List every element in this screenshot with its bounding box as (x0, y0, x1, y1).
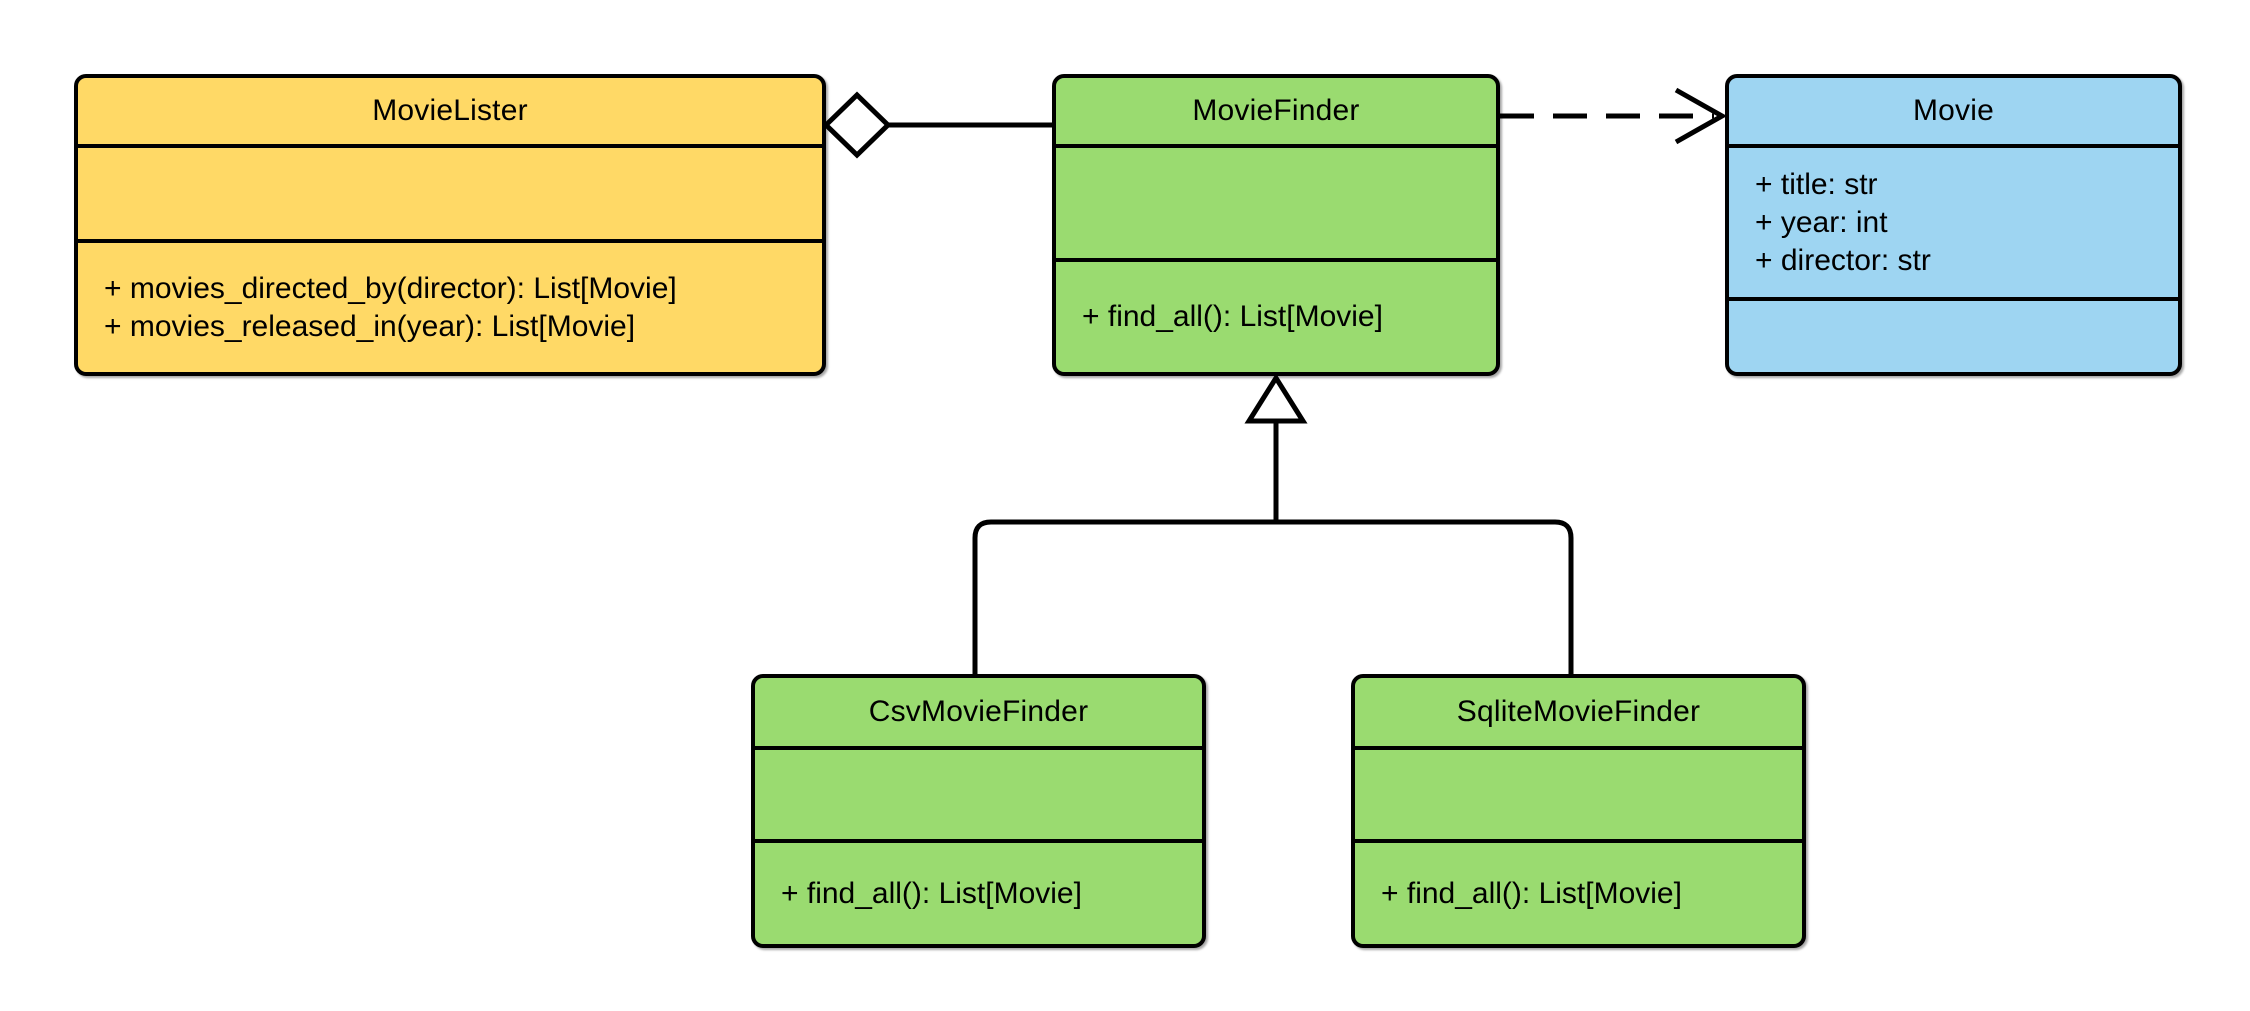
attributes-compartment: + title: str + year: int + director: str (1729, 144, 2178, 297)
class-box-movielister: MovieLister + movies_directed_by(directo… (74, 74, 826, 376)
class-box-csvmoviefinder: CsvMovieFinder + find_all(): List[Movie] (751, 674, 1206, 948)
class-name-label: MovieFinder (1192, 94, 1360, 127)
uml-method: + find_all(): List[Movie] (1381, 876, 1682, 910)
methods-compartment: + movies_directed_by(director): List[Mov… (78, 239, 822, 372)
class-box-sqlitemoviefinder: SqliteMovieFinder + find_all(): List[Mov… (1351, 674, 1806, 948)
uml-attribute: + director: str (1755, 243, 1931, 277)
methods-compartment: + find_all(): List[Movie] (1056, 258, 1496, 372)
uml-attribute: + year: int (1755, 205, 1888, 239)
hollow-triangle-icon (1244, 373, 1308, 424)
uml-method: + find_all(): List[Movie] (781, 876, 1082, 910)
dependency-connector (1500, 87, 1728, 145)
class-name-label: Movie (1912, 94, 1995, 127)
methods-compartment: + find_all(): List[Movie] (1355, 839, 1802, 944)
class-box-moviefinder: MovieFinder + find_all(): List[Movie] (1052, 74, 1500, 376)
attributes-compartment (755, 746, 1202, 839)
class-name-label: SqliteMovieFinder (1456, 695, 1701, 728)
open-arrowhead-icon (1674, 87, 1728, 145)
uml-method: + movies_released_in(year): List[Movie] (104, 309, 636, 343)
class-box-movie: Movie + title: str + year: int + directo… (1725, 74, 2182, 376)
generalization-branch-line (972, 519, 1574, 676)
attributes-compartment (78, 144, 822, 239)
class-name-label: CsvMovieFinder (868, 695, 1089, 728)
attributes-compartment (1056, 144, 1496, 258)
generalization-connector (972, 373, 1574, 676)
class-name-label: MovieLister (372, 94, 528, 127)
attributes-compartment (1355, 746, 1802, 839)
hollow-diamond-icon (822, 91, 892, 159)
aggregation-connector (822, 91, 1052, 159)
methods-compartment: + find_all(): List[Movie] (755, 839, 1202, 944)
uml-attribute: + title: str (1755, 167, 1878, 201)
uml-method: + find_all(): List[Movie] (1082, 300, 1383, 333)
uml-method: + movies_directed_by(director): List[Mov… (104, 271, 677, 305)
methods-compartment (1729, 297, 2178, 372)
